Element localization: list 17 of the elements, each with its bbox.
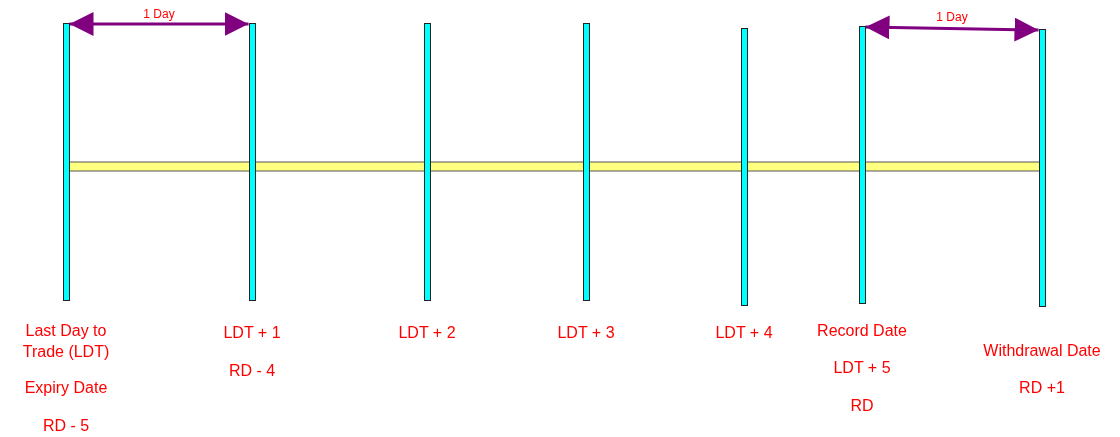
- edge-label: 1 Day: [143, 7, 175, 21]
- date-label: RD +1: [1018, 378, 1066, 398]
- date-label: Withdrawal Date: [982, 341, 1102, 361]
- date-label: LDT + 3: [556, 323, 616, 343]
- edge-label: 1 Day: [936, 10, 968, 24]
- double-arrow: [69, 12, 249, 36]
- double-arrow: [865, 15, 1039, 42]
- date-label: LDT + 2: [397, 323, 457, 343]
- date-label: Record Date: [816, 321, 908, 341]
- date-label: Last Day to Trade (LDT): [21, 321, 111, 362]
- date-label: RD - 4: [227, 361, 277, 381]
- date-label: Expiry Date: [23, 378, 109, 398]
- date-label: RD: [849, 396, 875, 416]
- date-label: LDT + 4: [714, 323, 774, 343]
- date-label: RD - 5: [41, 416, 91, 436]
- date-label: LDT + 1: [222, 323, 282, 343]
- date-label: LDT + 5: [832, 358, 892, 378]
